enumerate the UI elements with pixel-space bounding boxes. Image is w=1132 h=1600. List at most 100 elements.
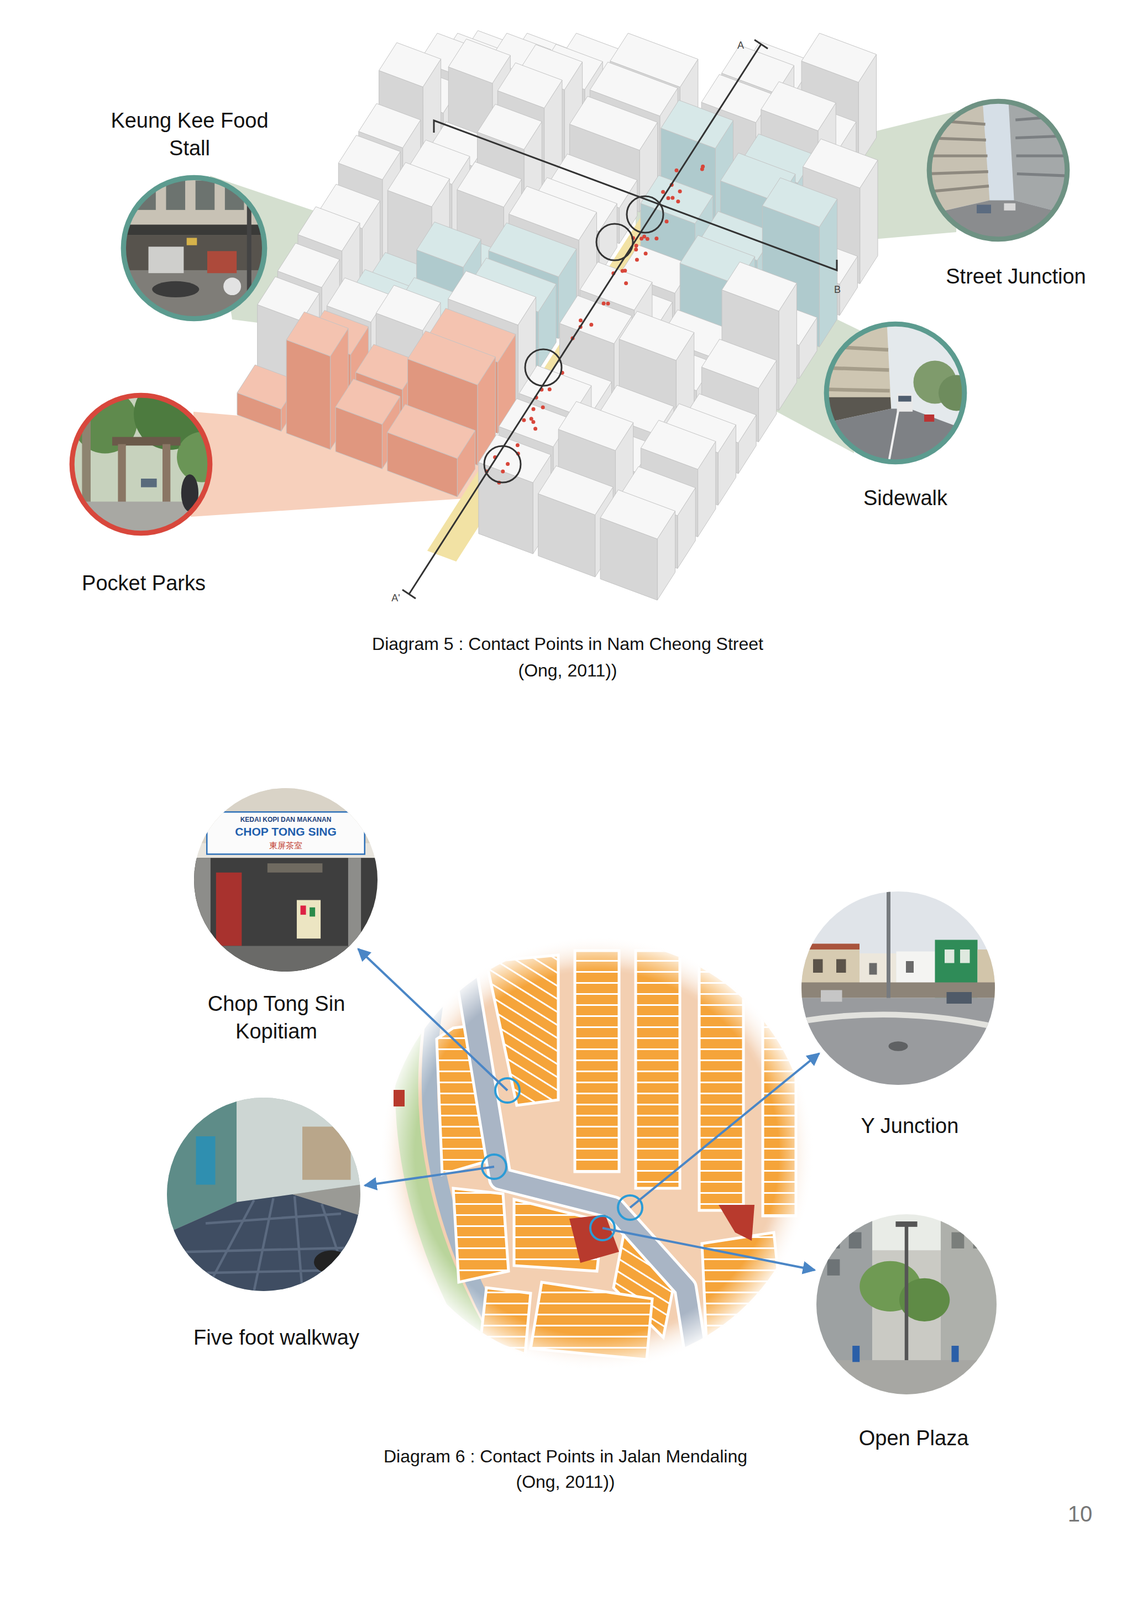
photo-shape: [120, 234, 268, 272]
photo-callout: Street Junction: [926, 98, 1071, 243]
photo-callout: Sidewalk: [823, 321, 968, 465]
photo-shape: [813, 959, 824, 974]
photo-shape: [976, 204, 992, 214]
drawing-shape: [380, 936, 814, 1371]
photo-shape: [194, 857, 378, 972]
photo-shape: [849, 1232, 862, 1249]
drawing-shape: [448, 39, 511, 84]
drawing-shape: [497, 63, 563, 109]
activity-dot: [634, 243, 639, 248]
photo-shape: [194, 857, 211, 972]
photo-shape: [267, 863, 323, 873]
activity-dot: [624, 281, 628, 286]
section-lines: [402, 39, 837, 599]
activity-dot: [666, 196, 671, 201]
activity-dot: [620, 269, 625, 274]
photo-shape: [348, 857, 361, 972]
photo-callout: Pocket Parks: [69, 392, 213, 537]
photo-shape: [166, 1194, 361, 1292]
photo-shape: [166, 1097, 361, 1292]
drawing-shape: [569, 96, 658, 151]
activity-dot: [639, 236, 644, 241]
section-marker: B: [834, 283, 841, 297]
photo-shape: [826, 323, 965, 463]
drawing-shape: [538, 465, 613, 516]
activity-dot: [515, 443, 520, 448]
drawing-shape: [721, 261, 797, 312]
photo-shape: [166, 1097, 361, 1292]
site-map: [380, 934, 814, 1377]
activity-dot: [670, 196, 675, 201]
photo-shape: [117, 444, 126, 504]
drawing-shape: [416, 222, 482, 268]
callout-label: Sidewalk: [863, 484, 948, 512]
photo-shape: [81, 392, 91, 515]
photo-shape: [236, 1097, 361, 1203]
photo-shape: [223, 277, 241, 296]
activity-dot: [505, 462, 510, 466]
activity-dot: [606, 301, 611, 306]
photo-shape: [166, 1097, 361, 1292]
activity-dot: [578, 318, 583, 323]
photo-shape: [827, 1232, 841, 1249]
photo-shape: [166, 1196, 361, 1292]
photo-shape: [888, 410, 899, 465]
drawing-shape: [477, 104, 543, 150]
drawing-shape: [387, 162, 450, 207]
photo-shape: [152, 281, 199, 298]
photo-shape: [929, 101, 1068, 240]
activity-dot: [531, 407, 536, 412]
photo-shape: [302, 1127, 351, 1181]
sign-text: CHOP TONG SING: [234, 824, 337, 840]
photo-shape: [801, 891, 995, 1086]
activity-dots: [484, 164, 705, 485]
activity-dot: [531, 420, 536, 424]
photo-shape: [162, 444, 171, 504]
activity-dot: [635, 258, 639, 262]
drawing-shape: [602, 1228, 815, 1271]
photo-shape: [296, 900, 321, 940]
drawing-shape: [761, 81, 836, 131]
photo-shape: [886, 891, 891, 1000]
photo-shape: [973, 1232, 987, 1249]
callout-label: Keung Kee Food Stall: [108, 106, 271, 162]
drawing-shape: [286, 339, 331, 450]
drawing-shape: [762, 177, 837, 228]
activity-dot: [601, 301, 606, 306]
photo-callout: Y Junction: [801, 891, 995, 1086]
photo-shape: [69, 392, 213, 537]
photo-shape: [816, 1360, 997, 1395]
photo-shape: [247, 174, 252, 296]
photo-callout: Open Plaza: [816, 1214, 997, 1395]
drawing-shape: [375, 285, 441, 331]
section-marker: A': [391, 591, 400, 605]
photo-shape: [1003, 203, 1016, 211]
building-block: [600, 489, 675, 601]
activity-dot: [500, 469, 505, 474]
drawing-shape: [701, 339, 777, 389]
photo-shape: [888, 1041, 909, 1052]
photo-shape: [194, 946, 378, 972]
photo-shape: [820, 990, 843, 1003]
photo-shape: [852, 1345, 860, 1362]
photo-shape: [816, 1214, 997, 1395]
photo-shape: [926, 200, 1071, 243]
photo-shape: [905, 961, 914, 973]
activity-dot: [645, 237, 650, 241]
drawing-shape: [393, 1089, 405, 1107]
leader-arrows: [358, 949, 820, 1271]
photo-shape: [196, 1136, 216, 1186]
photo-shape: [926, 98, 1071, 243]
photo-shape: [816, 1214, 997, 1395]
drawing-shape: [286, 311, 349, 356]
photo-shape: [216, 872, 242, 947]
activity-dot: [675, 199, 680, 204]
photo-shape: [194, 788, 378, 972]
activity-dot: [589, 322, 594, 327]
drawing-shape: [358, 949, 508, 1091]
sign-text: 東屏茶室: [269, 840, 303, 851]
photo-shape: [120, 174, 268, 322]
photo-shape: [194, 788, 378, 972]
photo-callout: Five foot walkway: [166, 1097, 361, 1292]
